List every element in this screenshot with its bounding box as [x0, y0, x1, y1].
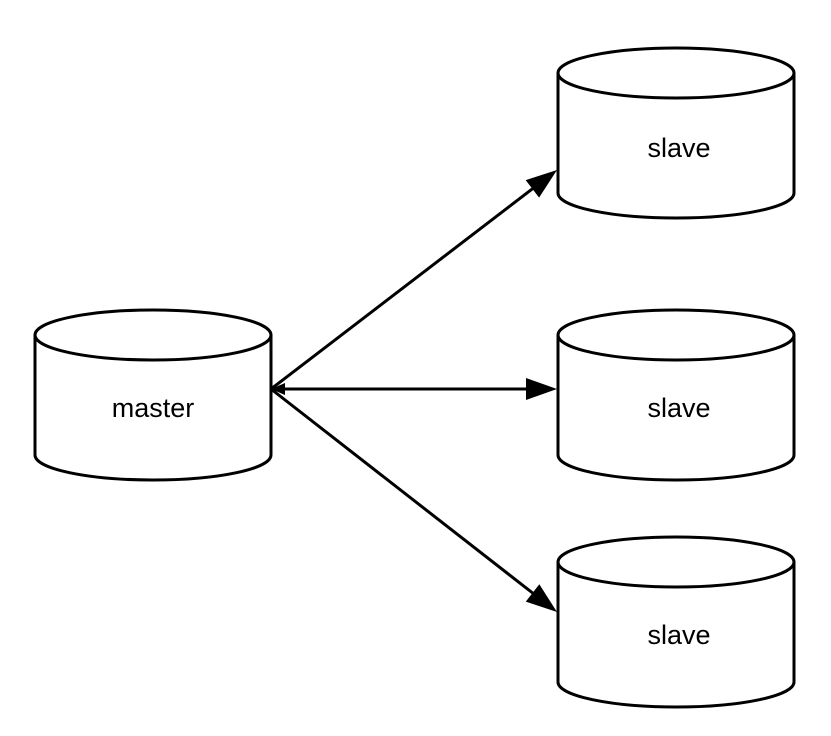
node-label-master: master [112, 393, 195, 423]
cylinder-body [556, 560, 796, 709]
cylinder-body [33, 333, 273, 482]
node-slave-3[interactable]: slave [556, 535, 796, 709]
edge-master-to-slave-1[interactable] [270, 170, 557, 391]
cylinder-top-ellipse [33, 308, 273, 362]
node-master[interactable]: master [33, 308, 273, 482]
arrowhead-icon [525, 584, 557, 612]
node-slave-2[interactable]: slave [556, 308, 796, 482]
node-layer: master slave slave slave [33, 46, 796, 709]
node-label-slave-2: slave [647, 393, 710, 423]
edge-layer [270, 170, 557, 612]
edge-master-to-slave-2[interactable] [271, 378, 557, 400]
node-label-slave-3: slave [647, 620, 710, 650]
cylinder-body [556, 333, 796, 482]
cylinder-top-ellipse [556, 308, 796, 362]
node-label-slave-1: slave [647, 133, 710, 163]
edge-line [270, 387, 539, 598]
edge-master-to-slave-3[interactable] [270, 387, 557, 612]
arrowhead-icon [526, 378, 557, 400]
arrowhead-icon [525, 170, 557, 198]
edge-line [270, 184, 539, 391]
edge-origin-marker-icon [271, 383, 285, 395]
node-slave-1[interactable]: slave [556, 46, 796, 220]
cylinder-body [556, 71, 796, 220]
cylinder-top-ellipse [556, 46, 796, 100]
cylinder-top-ellipse [556, 535, 796, 589]
